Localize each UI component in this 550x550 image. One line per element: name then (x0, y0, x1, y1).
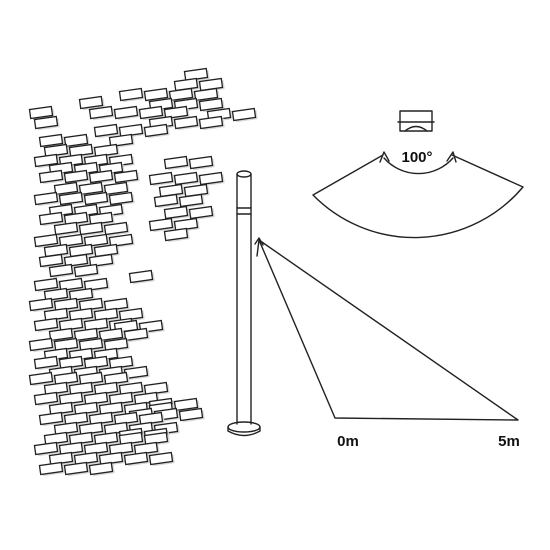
brick (63, 133, 89, 148)
brick (63, 253, 89, 268)
brick (173, 171, 199, 186)
brick (28, 105, 54, 120)
brick (88, 169, 114, 184)
brick (78, 181, 104, 196)
brick (88, 461, 114, 476)
brick (28, 371, 54, 386)
brick (63, 461, 89, 476)
brick (38, 211, 64, 226)
brick (33, 391, 59, 406)
brick (83, 233, 109, 248)
brick (28, 337, 54, 352)
brick (123, 451, 149, 466)
brick (33, 441, 59, 456)
angle-label: 100° (401, 149, 432, 166)
brick (103, 181, 129, 196)
brick (138, 105, 164, 120)
brick (113, 169, 139, 184)
brick (38, 133, 64, 148)
brick (168, 87, 194, 102)
brick (198, 115, 224, 130)
bollard-light-icon (227, 170, 261, 437)
brick (198, 171, 224, 186)
top-detection-sector (312, 151, 524, 239)
brick (173, 397, 199, 412)
brick (198, 97, 224, 112)
brick (188, 205, 214, 220)
brick (108, 133, 134, 148)
brick (38, 411, 64, 426)
brick (93, 123, 119, 138)
motion-sensor-icon (397, 110, 435, 132)
brick (123, 327, 149, 342)
brick (113, 105, 139, 120)
brick (38, 169, 64, 184)
brick (78, 95, 104, 110)
brick (58, 191, 84, 206)
brick (188, 155, 214, 170)
brick (33, 191, 59, 206)
brick (33, 277, 59, 292)
brick (53, 181, 79, 196)
brick (38, 461, 64, 476)
brick (163, 155, 189, 170)
range-start-label: 0m (337, 433, 359, 450)
brick (58, 233, 84, 248)
side-detection-zone (254, 237, 519, 421)
brick (88, 105, 114, 120)
brick-wall-icon (28, 67, 258, 477)
brick (163, 205, 189, 220)
brick (78, 221, 104, 236)
brick (63, 169, 89, 184)
brick (178, 407, 204, 422)
brick (163, 105, 189, 120)
brick (33, 317, 59, 332)
brick (68, 287, 94, 302)
brick (143, 87, 169, 102)
brick (108, 191, 134, 206)
brick (73, 263, 99, 278)
brick (43, 287, 69, 302)
brick (148, 217, 174, 232)
brick (53, 221, 79, 236)
brick (153, 193, 179, 208)
brick (178, 193, 204, 208)
brick (143, 123, 169, 138)
brick (231, 107, 257, 122)
range-end-label: 5m (498, 433, 520, 450)
brick (128, 269, 154, 284)
brick (173, 115, 199, 130)
brick (83, 277, 109, 292)
brick (193, 87, 219, 102)
brick (148, 171, 174, 186)
brick (98, 327, 124, 342)
brick (148, 451, 174, 466)
brick (48, 327, 74, 342)
brick (33, 355, 59, 370)
brick (33, 115, 59, 130)
brick (163, 227, 189, 242)
brick (38, 253, 64, 268)
brick (48, 263, 74, 278)
brick (33, 233, 59, 248)
brick (118, 87, 144, 102)
brick (73, 327, 99, 342)
brick (28, 297, 54, 312)
brick (103, 221, 129, 236)
brick (108, 233, 134, 248)
brick (83, 191, 109, 206)
brick (88, 253, 114, 268)
brick (58, 277, 84, 292)
brick (33, 153, 59, 168)
